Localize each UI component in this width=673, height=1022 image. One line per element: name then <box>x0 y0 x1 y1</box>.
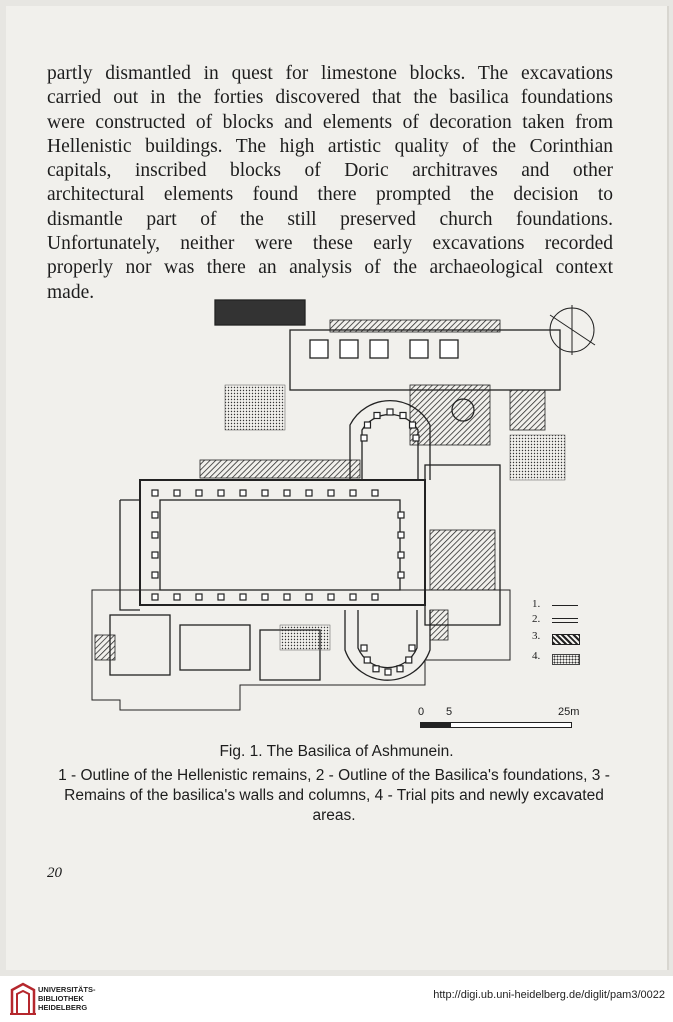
body-line: Unfortunately, neither were these early … <box>47 233 613 255</box>
source-url-link[interactable]: http://digi.ub.uni-heidelberg.de/diglit/… <box>433 989 665 1001</box>
body-line: carried out in the forties discovered th… <box>47 87 613 109</box>
column-marker <box>412 434 420 442</box>
column-marker <box>384 668 392 676</box>
column-marker <box>261 593 269 601</box>
column-marker <box>151 489 159 497</box>
column-marker <box>327 593 335 601</box>
basilica-plan-figure <box>91 299 596 711</box>
column-marker <box>261 489 269 497</box>
column-marker <box>397 531 405 539</box>
scale-label-mid: 5 <box>446 706 453 718</box>
column-marker <box>360 644 368 652</box>
institution-name: UNIVERSITÄTS- BIBLIOTHEK HEIDELBERG <box>38 985 96 1012</box>
scanned-page <box>6 6 669 970</box>
scale-bar: 0 5 25m <box>410 706 590 736</box>
column-marker <box>283 593 291 601</box>
footer-bar: UNIVERSITÄTS- BIBLIOTHEK HEIDELBERG http… <box>0 976 673 1022</box>
body-line: were constructed of blocks and elements … <box>47 111 613 133</box>
scale-label-end: 25m <box>558 706 580 718</box>
column-marker <box>372 665 380 673</box>
column-marker <box>373 411 381 420</box>
column-marker <box>363 656 371 664</box>
column-marker <box>173 489 181 497</box>
figure-title: Fig. 1. The Basilica of Ashmunein. <box>219 743 454 760</box>
university-library-logo-icon <box>10 982 36 1015</box>
figure-caption: 1 - Outline of the Hellenistic remains, … <box>58 767 610 824</box>
column-marker <box>371 489 379 497</box>
column-marker <box>360 434 368 442</box>
column-marker <box>405 656 413 664</box>
column-marker <box>305 593 313 601</box>
column-marker <box>396 665 404 673</box>
column-marker <box>173 593 181 601</box>
scale-label-zero: 0 <box>418 706 425 718</box>
column-marker <box>305 489 313 497</box>
body-line: properly nor was there an analysis of th… <box>47 257 613 279</box>
column-marker <box>408 644 416 652</box>
column-marker <box>239 593 247 601</box>
column-marker <box>151 531 159 539</box>
body-line: partly dismantled in quest for limestone… <box>47 63 613 84</box>
body-line: dismantle part of the still preserved ch… <box>47 208 613 230</box>
column-marker <box>217 593 225 601</box>
column-marker <box>151 571 159 579</box>
column-marker <box>386 408 394 416</box>
column-marker <box>283 489 291 497</box>
column-marker <box>397 511 405 519</box>
column-marker <box>349 489 357 497</box>
figure-legend: 1. 2. 3. 4. <box>532 598 612 668</box>
body-paragraph: partly dismantled in quest for limestone… <box>47 62 613 305</box>
column-marker <box>397 571 405 579</box>
body-line: Hellenistic buildings. The high artistic… <box>47 135 613 157</box>
column-marker <box>408 421 417 429</box>
column-marker <box>217 489 225 497</box>
column-marker <box>151 551 159 559</box>
body-line: made. <box>47 281 95 303</box>
column-marker <box>327 489 335 497</box>
column-marker <box>371 593 379 601</box>
body-line: architectural elements found there promp… <box>47 184 613 206</box>
body-line: capitals, inscribed blocks of Doric arch… <box>47 160 613 182</box>
column-marker <box>349 593 357 601</box>
column-marker <box>195 489 203 497</box>
column-marker <box>397 551 405 559</box>
column-marker <box>239 489 247 497</box>
column-marker <box>363 421 372 429</box>
column-marker <box>399 411 407 420</box>
page-number: 20 <box>47 865 62 881</box>
column-marker <box>151 593 159 601</box>
column-marker <box>151 511 159 519</box>
column-marker <box>195 593 203 601</box>
